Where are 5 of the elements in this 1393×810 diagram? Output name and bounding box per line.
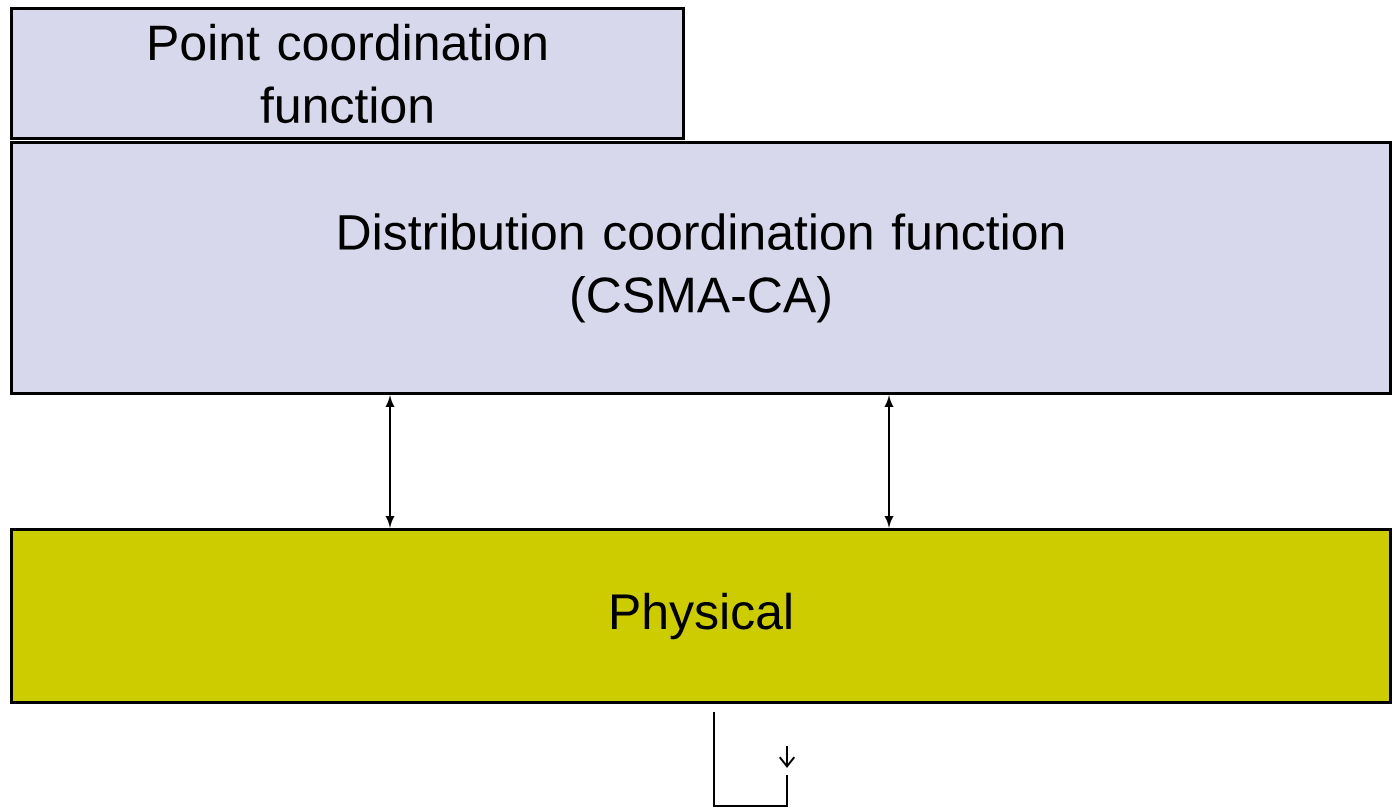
arrow: [386, 398, 394, 525]
layer-box: Physical: [10, 528, 1392, 704]
connector-line: [713, 711, 788, 807]
layer-box: Point coordination function: [10, 7, 685, 140]
arrow: [885, 398, 893, 525]
